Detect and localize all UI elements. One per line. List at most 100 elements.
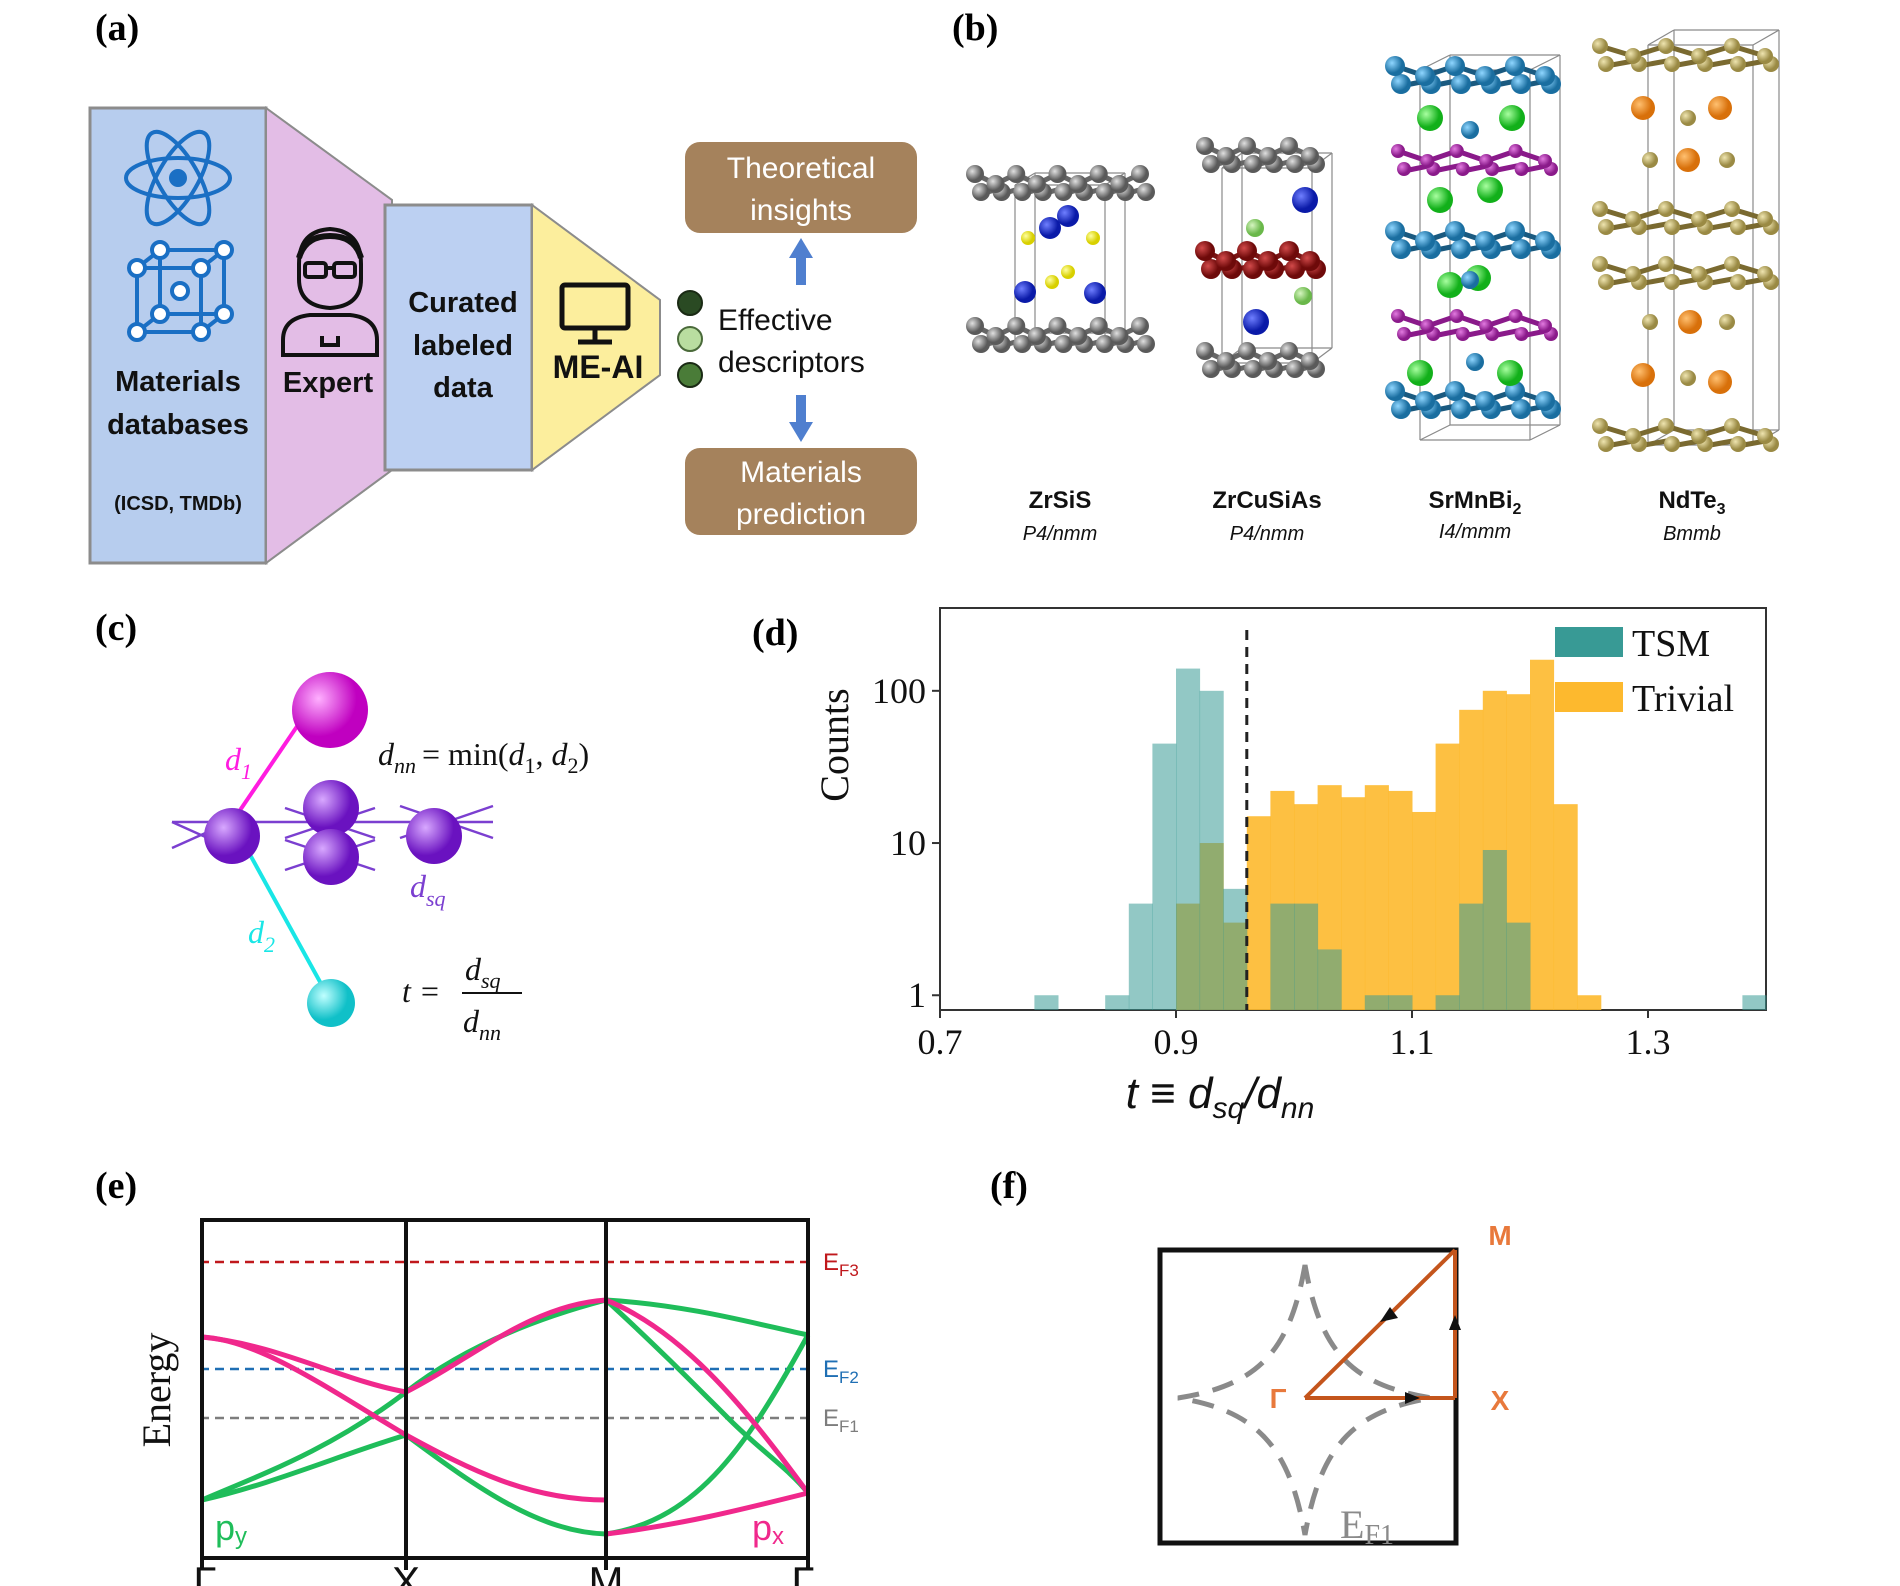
atom [1455, 327, 1470, 341]
atom [1757, 266, 1773, 282]
histogram-bar-tsm [1435, 995, 1460, 1010]
histogram-bar-trivial [1388, 790, 1413, 1010]
atom [1678, 310, 1702, 334]
atom [1477, 177, 1503, 203]
atom [1511, 239, 1531, 259]
atom [1592, 256, 1608, 272]
histogram-bar-tsm [1199, 690, 1224, 1010]
structure-name: ZrSiS [1029, 487, 1092, 514]
prediction-label-2: prediction [736, 498, 866, 531]
atom [1027, 327, 1046, 345]
atom [1445, 381, 1465, 401]
databases-label-2: databases [107, 409, 249, 441]
curated-label-1: Curated [408, 287, 518, 319]
atom [1258, 251, 1278, 271]
atom [1137, 335, 1155, 353]
atom [1511, 399, 1531, 419]
space-group: P4/nmm [1230, 523, 1304, 545]
histogram-bar-tsm [1223, 888, 1248, 1010]
atom [1095, 335, 1114, 353]
atom [1455, 162, 1470, 176]
atom [1535, 391, 1555, 411]
atom [1244, 360, 1262, 378]
band-frame [200, 1218, 810, 1560]
histogram-bar-trivial [1412, 811, 1437, 1010]
atom [1479, 319, 1494, 333]
arrow-up-icon [789, 238, 813, 285]
structure-name: NdTe3 [1658, 487, 1725, 518]
atom [1069, 327, 1088, 345]
histogram-bar-tsm [1270, 903, 1295, 1010]
atom [1007, 317, 1026, 335]
structure-name: ZrCuSiAs [1212, 487, 1321, 514]
atom [1514, 327, 1529, 341]
descriptor-dot [677, 326, 703, 352]
atom [1508, 144, 1523, 158]
atom [986, 175, 1005, 193]
apical-atom [292, 672, 368, 748]
atom [1391, 239, 1411, 259]
atom [1110, 175, 1129, 193]
arrow-down-icon [789, 395, 813, 442]
atom [1449, 144, 1464, 158]
atom [1642, 152, 1658, 168]
crystal-lattice-icon [127, 240, 234, 342]
atom [1642, 314, 1658, 330]
atom [1095, 183, 1114, 201]
x-axis-label: t ≡ dsq/dnn [1126, 1069, 1315, 1125]
theory-label-2: insights [750, 194, 852, 227]
atom [1039, 217, 1061, 239]
histogram-bar-trivial [1553, 804, 1578, 1010]
atom [966, 317, 984, 335]
atom [1691, 211, 1707, 227]
atom [1708, 96, 1732, 120]
square-net-atom [204, 808, 260, 864]
atom [1286, 360, 1304, 378]
atom [1217, 352, 1235, 370]
atom [1724, 38, 1740, 54]
fermi-surface [1177, 1264, 1433, 1536]
histogram-bar-tsm [1105, 995, 1130, 1010]
atom [1625, 266, 1641, 282]
atom [1048, 165, 1067, 183]
atom [1131, 317, 1149, 335]
atom [1084, 282, 1106, 304]
d2-label: d2 [248, 914, 275, 957]
atom [1508, 309, 1523, 323]
atom [1451, 74, 1471, 94]
atom [1719, 152, 1735, 168]
atom [1427, 187, 1453, 213]
atom [1014, 281, 1036, 303]
atom [1757, 428, 1773, 444]
atom [1730, 56, 1746, 72]
atom [1757, 48, 1773, 64]
atom [1110, 327, 1129, 345]
space-group: P4/nmm [1023, 523, 1097, 545]
atom [1415, 66, 1435, 86]
histogram-bar-tsm [1482, 849, 1507, 1010]
atom [1196, 137, 1214, 155]
histogram-bar-tsm [1459, 903, 1484, 1010]
atom [1279, 241, 1299, 261]
histogram-bar-tsm [1176, 668, 1201, 1010]
atom [966, 165, 984, 183]
atom [1202, 360, 1220, 378]
histogram-bar-trivial [1435, 743, 1460, 1010]
atom [1243, 309, 1269, 335]
atom [1479, 154, 1494, 168]
px-bands [201, 1297, 811, 1537]
x-point-label: X [1491, 1385, 1510, 1416]
atom [1061, 265, 1075, 279]
atom [1719, 314, 1735, 330]
histogram-bar-tsm [1128, 903, 1153, 1010]
panel-label-c: (c) [95, 607, 137, 649]
atom [1195, 241, 1215, 261]
atom [1301, 147, 1319, 165]
y-axis-label: Counts [812, 688, 857, 801]
square-net-atom [303, 780, 359, 836]
histogram-bar-trivial [1341, 797, 1366, 1010]
k-path [1303, 1248, 1457, 1400]
ef3-label: EF3 [823, 1249, 859, 1280]
panel-e-band-structure: Energy Γ X M Γ EF3 EF2 EF1 py px [134, 1218, 859, 1586]
